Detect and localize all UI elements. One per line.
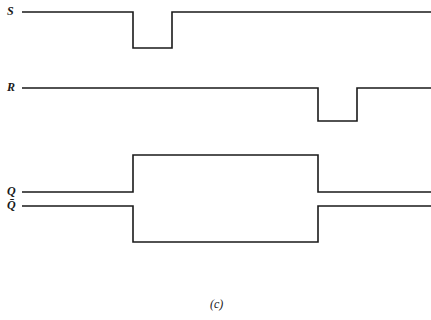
signal-name: R [6, 81, 16, 93]
figure-caption: (c) [210, 298, 223, 310]
s-waveform [22, 12, 431, 48]
q-waveform [22, 155, 431, 192]
signal-name: Q [6, 185, 17, 197]
signal-name: S [6, 5, 15, 17]
r-waveform [22, 88, 431, 121]
signal-name: Q̄ [6, 199, 17, 211]
q-bar-waveform [22, 206, 431, 242]
